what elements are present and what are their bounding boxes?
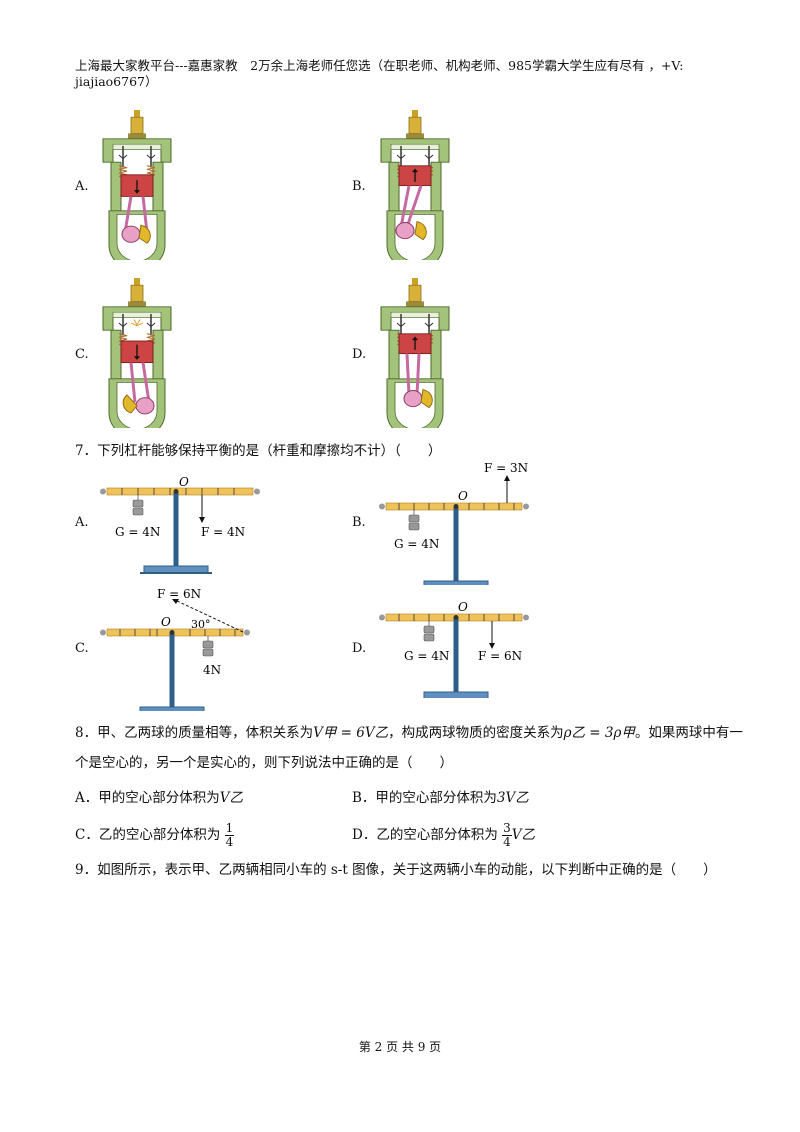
q8-option-d-numerator: 3 bbox=[502, 821, 512, 836]
engine-diagram-b bbox=[380, 110, 450, 260]
q8-option-d-fraction: 3 4 bbox=[502, 822, 512, 849]
q7-option-d-label: D. bbox=[352, 641, 367, 656]
engine-option-a-label: A. bbox=[75, 179, 89, 194]
q8-option-d-text: D．乙的空心部分体积为 bbox=[352, 827, 498, 843]
q9-stem: 9．如图所示，表示甲、乙两辆相同小车的 s-t 图像，关于这两辆小车的动能，以下… bbox=[75, 862, 717, 878]
q8-stem-line2: 个是空心的，另一个是实心的，则下列说法中正确的是（ ） bbox=[75, 755, 453, 771]
engine-diagram-a bbox=[102, 110, 172, 260]
engine-option-b-label: B. bbox=[352, 179, 366, 194]
lever-b-weight-label: G = 4N bbox=[394, 537, 439, 551]
q8-option-c: C．乙的空心部分体积为 1 4 bbox=[75, 821, 235, 849]
q8-stem-b: ，构成两球物质的密度关系为 bbox=[388, 725, 564, 741]
q8-option-c-numerator: 1 bbox=[224, 821, 235, 836]
lever-diagram-a: O G = 4N F = 4N bbox=[100, 475, 260, 574]
q8-volume-relation: V甲 = 6V乙 bbox=[313, 725, 389, 741]
lever-a-weight-label: G = 4N bbox=[115, 525, 160, 539]
lever-c-weight-label: 4N bbox=[203, 663, 221, 677]
lever-c-angle-label: 30° bbox=[191, 618, 211, 631]
q8-option-b: B．甲的空心部分体积为3V乙 bbox=[352, 788, 529, 808]
engine-option-c-label: C. bbox=[75, 347, 89, 362]
header-line-2: jiajiao6767） bbox=[75, 74, 158, 89]
engine-diagram-d bbox=[380, 278, 450, 428]
q8-option-d: D．乙的空心部分体积为 3 4 V乙 bbox=[352, 822, 535, 849]
q8-option-a-text: A．甲的空心部分体积为 bbox=[75, 790, 220, 806]
q8-option-d-value: V乙 bbox=[511, 827, 536, 843]
q8-option-a: A．甲的空心部分体积为V乙 bbox=[75, 788, 243, 808]
lever-diagram-d: O G = 4N F = 6N bbox=[379, 600, 529, 698]
q8-option-c-fraction: 1 4 bbox=[224, 821, 235, 849]
q8-option-c-text: C．乙的空心部分体积为 bbox=[75, 827, 221, 843]
lever-b-pivot: O bbox=[458, 489, 468, 503]
page-footer: 第 2 页 共 9 页 bbox=[358, 1040, 442, 1054]
lever-b-force-label: F = 3N bbox=[484, 461, 528, 475]
q8-option-b-value: 3V乙 bbox=[496, 790, 529, 806]
lever-diagram-c: O 30° 4N F = 6N bbox=[100, 587, 250, 711]
q7-option-c-label: C. bbox=[75, 641, 89, 656]
q8-stem-line1: 8．甲、乙两球的质量相等，体积关系为V甲 = 6V乙，构成两球物质的密度关系为ρ… bbox=[75, 723, 743, 743]
q8-stem-a: 8．甲、乙两球的质量相等，体积关系为 bbox=[75, 725, 314, 741]
lever-c-pivot: O bbox=[161, 615, 171, 629]
q8-option-a-value: V乙 bbox=[219, 790, 243, 806]
engine-diagram-c bbox=[102, 278, 172, 428]
q8-stem-c: 。如果两球中有一 bbox=[634, 725, 743, 741]
lever-d-weight-label: G = 4N bbox=[404, 649, 449, 663]
engine-option-d-label: D. bbox=[352, 347, 367, 362]
lever-a-pivot: O bbox=[179, 475, 189, 489]
q8-density-relation: ρ乙 = 3ρ甲 bbox=[563, 725, 635, 741]
q7-option-a-label: A. bbox=[75, 515, 89, 530]
lever-diagram-b: O G = 4N F = 3N bbox=[379, 461, 529, 585]
lever-d-force-label: F = 6N bbox=[478, 649, 522, 663]
header-line-1: 上海最大家教平台---嘉惠家教 2万余上海老师任您选（在职老师、机构老师、985… bbox=[75, 58, 684, 73]
lever-c-force-label: F = 6N bbox=[157, 587, 201, 601]
q7-option-b-label: B. bbox=[352, 515, 366, 530]
lever-a-force-label: F = 4N bbox=[201, 525, 245, 539]
q7-stem: 7．下列杠杆能够保持平衡的是（杆重和摩擦均不计）（ ） bbox=[75, 443, 442, 459]
q8-option-b-text: B．甲的空心部分体积为 bbox=[352, 790, 497, 806]
page-header: 上海最大家教平台---嘉惠家教 2万余上海老师任您选（在职老师、机构老师、985… bbox=[75, 58, 735, 90]
lever-d-pivot: O bbox=[458, 600, 468, 614]
q8-option-d-denominator: 4 bbox=[503, 835, 511, 849]
q8-option-c-denominator: 4 bbox=[225, 835, 234, 849]
